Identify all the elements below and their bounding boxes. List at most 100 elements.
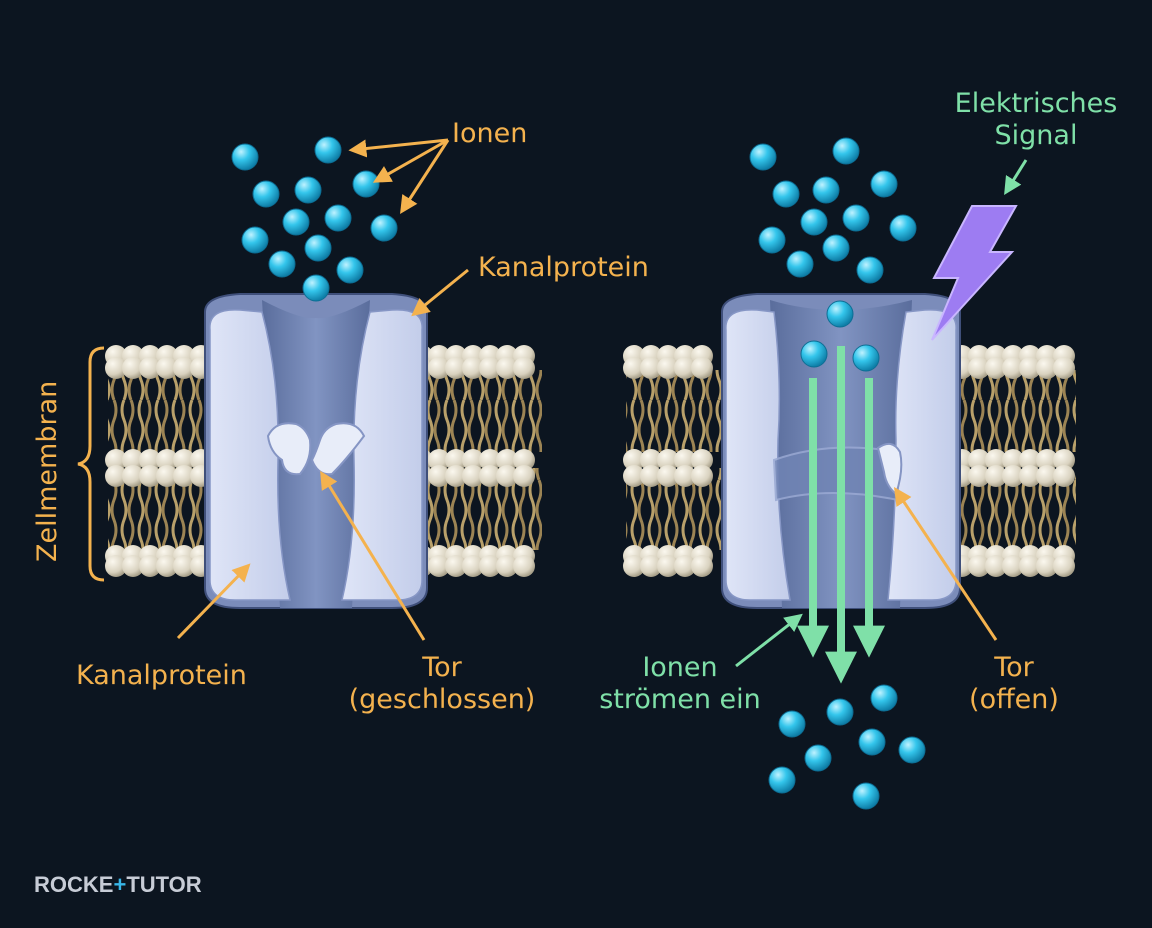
logo-text-2: TUTOR [126,872,201,897]
lipid-head [674,555,696,577]
ion [898,736,926,764]
ion [370,214,398,242]
lipid-head [122,555,144,577]
lipid-head [122,357,144,379]
lipid-head [139,449,161,471]
lipid-head [968,449,990,471]
lipid-head [105,357,127,379]
lipid-head [1019,465,1041,487]
ion [852,344,880,372]
right-ion-cluster-bottom [768,684,926,810]
ion [852,782,880,810]
lipid-head [105,449,127,471]
lipid-head [105,465,127,487]
lipid-head [1019,555,1041,577]
ion [294,176,322,204]
ion [336,256,364,284]
ion [889,214,917,242]
left-channel-protein [204,293,428,609]
lipid-head [691,555,713,577]
ion [870,684,898,712]
lipid-head [968,357,990,379]
lipid-head [691,449,713,471]
lipid-head [445,555,467,577]
ion [268,250,296,278]
lipid-head [657,357,679,379]
lipid-head [968,465,990,487]
ion [778,710,806,738]
lipid-head [623,555,645,577]
zellmembran-brace [77,346,105,582]
lipid-head [674,465,696,487]
ion [804,744,832,772]
lipid-head [156,465,178,487]
ion [772,180,800,208]
lipid-head [1053,465,1075,487]
lipid-head [139,465,161,487]
lipid-head [674,357,696,379]
lipid-head [105,555,127,577]
tor-open-arrow [894,487,998,641]
lipid-head [173,555,195,577]
ion [749,143,777,171]
svg-text:ROCKE+TUTOR: ROCKE+TUTOR [34,872,202,897]
lipid-head [623,465,645,487]
lipid-head [479,555,501,577]
lipid-head [640,555,662,577]
lipid-head [1036,357,1058,379]
lipid-head [445,357,467,379]
lipid-head [1036,449,1058,471]
lipid-head [445,449,467,471]
kanalprotein-top-arrow [411,268,469,317]
label-tor-open: Tor [993,652,1034,683]
lipid-head [985,555,1007,577]
lipid-head [513,555,535,577]
lipid-head [1002,555,1024,577]
brand-logo: ROCKE+TUTOR [34,872,202,897]
lipid-head [1036,465,1058,487]
ion [822,234,850,262]
ion [304,234,332,262]
ion [812,176,840,204]
label-kanalprotein-bottom: Kanalprotein [76,660,247,691]
lipid-head [1002,357,1024,379]
label-signal-line1: Elektrisches [955,88,1118,119]
ion [832,137,860,165]
ion [352,170,380,198]
lipid-head [985,357,1007,379]
lipid-head [1002,449,1024,471]
label-influx-line2: strömen ein [599,684,761,715]
lipid-head [496,555,518,577]
logo-plus: + [113,872,126,897]
lipid-head [156,555,178,577]
ion [768,766,796,794]
lipid-head [1036,555,1058,577]
right-membrane [623,345,1076,577]
lipid-head [985,465,1007,487]
lipid-head [985,449,1007,471]
lipid-head [156,449,178,471]
lipid-head [623,449,645,471]
lipid-head [479,449,501,471]
ion [302,274,330,302]
lipid-head [462,357,484,379]
lipid-head [640,449,662,471]
ion [314,136,342,164]
lipid-head [462,449,484,471]
lipid-head [691,357,713,379]
influx-arrow [735,613,803,668]
lipid-head [1019,357,1041,379]
lipid-head [122,449,144,471]
ion [758,226,786,254]
ion-flow-arrows [797,346,885,684]
lipid-head [139,555,161,577]
lipid-head [623,357,645,379]
lipid-head [122,465,144,487]
lipid-head [968,555,990,577]
lipid-head [691,465,713,487]
kanalprotein-bottom-arrow [176,563,251,640]
lipid-head [513,357,535,379]
closed-gate [266,422,312,476]
ion [870,170,898,198]
